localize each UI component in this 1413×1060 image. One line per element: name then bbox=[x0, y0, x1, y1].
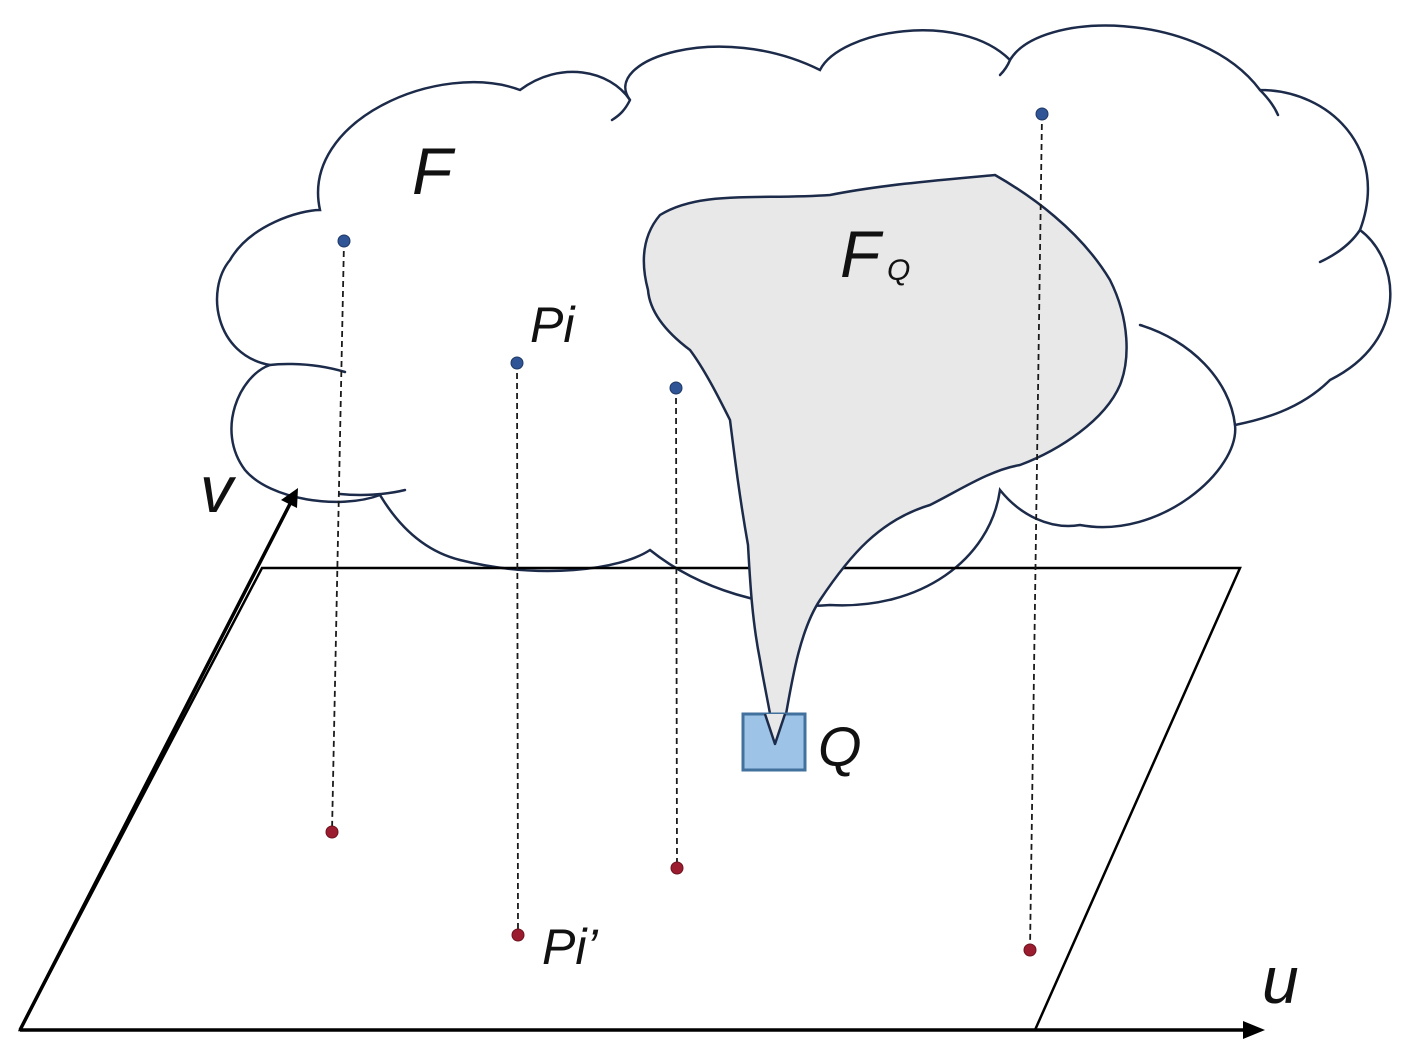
v-axis bbox=[18, 499, 294, 1031]
v-arrowhead bbox=[281, 488, 298, 508]
label-u: u bbox=[1262, 943, 1299, 1017]
label-v: v bbox=[200, 452, 237, 526]
projection-line-3 bbox=[675, 387, 678, 869]
cloud-lobe-right-mid bbox=[1318, 228, 1362, 264]
projection-line-1 bbox=[331, 240, 345, 833]
point-Pi-prime bbox=[511, 928, 525, 942]
upper-points bbox=[337, 107, 1049, 395]
point-lower-4 bbox=[1023, 943, 1037, 957]
plane-outline bbox=[17, 566, 1242, 1032]
axis-arrowheads bbox=[281, 488, 1265, 1039]
axes bbox=[18, 499, 1250, 1032]
label-FQ-subscript: Q bbox=[887, 254, 910, 287]
point-upper-3 bbox=[669, 381, 683, 395]
label-Pi-prime: Pi’ bbox=[542, 919, 598, 975]
cloud-lobe-top bbox=[610, 98, 632, 122]
cloud-lobe-right-inner bbox=[1138, 323, 1237, 427]
projection-lines bbox=[331, 113, 1043, 951]
lower-points bbox=[325, 825, 1037, 957]
point-lower-1 bbox=[325, 825, 339, 839]
region-FQ bbox=[642, 173, 1128, 746]
cloud-lobe-left-upper bbox=[268, 362, 347, 374]
label-Pi: Pi bbox=[530, 297, 576, 353]
cloud-lobe-left-lower bbox=[338, 488, 407, 497]
point-upper-4 bbox=[1035, 107, 1049, 121]
label-FQ: F bbox=[840, 217, 884, 291]
point-lower-3 bbox=[670, 861, 684, 875]
u-arrowhead bbox=[1243, 1021, 1265, 1039]
point-upper-1 bbox=[337, 234, 351, 248]
cloud-lobe-top-right bbox=[998, 58, 1012, 77]
label-Q: Q bbox=[818, 715, 862, 778]
region-FQ-tip bbox=[763, 713, 787, 746]
cloud-lobe-right-top bbox=[1258, 88, 1280, 117]
ground-plane bbox=[17, 566, 1242, 1032]
label-F: F bbox=[412, 134, 456, 208]
point-Pi bbox=[510, 356, 524, 370]
projection-line-Pi bbox=[516, 362, 519, 936]
